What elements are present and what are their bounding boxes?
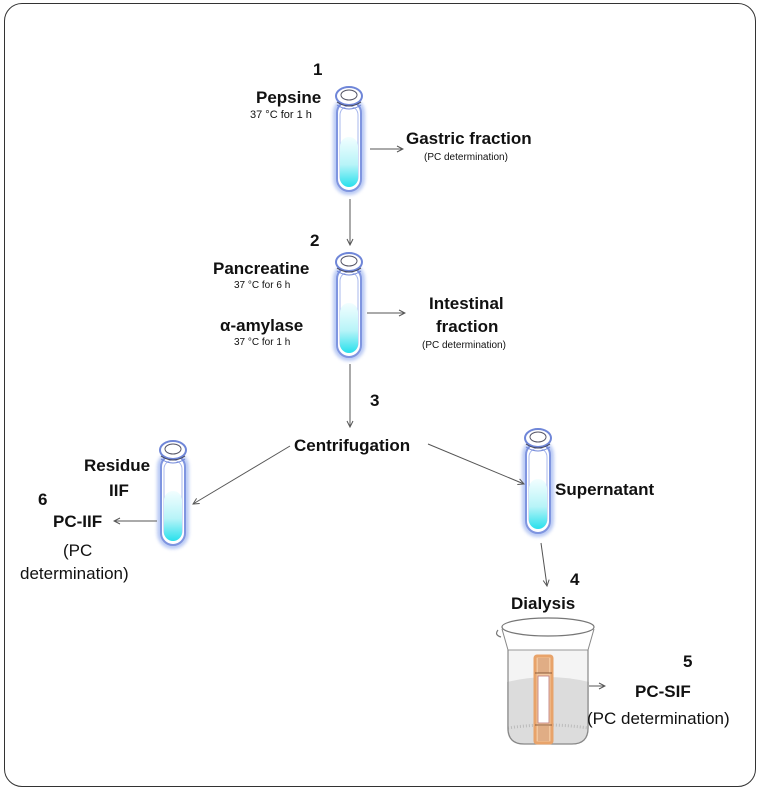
enzyme-pepsine: Pepsine bbox=[256, 88, 322, 107]
step-number-4: 4 bbox=[570, 570, 580, 589]
condition-pancreatine: 37 °C for 6 h bbox=[234, 280, 291, 291]
centrifugation-label: Centrifugation bbox=[294, 436, 411, 455]
dialysis-label: Dialysis bbox=[511, 594, 576, 613]
arrow-to-dialysis bbox=[540, 542, 547, 586]
pc-iif-label: PC-IIF bbox=[53, 512, 103, 531]
test-tube-supernatant bbox=[525, 429, 551, 534]
step-number-2: 2 bbox=[310, 231, 320, 250]
enzyme-alpha-amylase: α-amylase bbox=[220, 316, 304, 335]
intestinal-fraction-label-line2: fraction bbox=[436, 317, 499, 336]
step-number-5: 5 bbox=[683, 652, 693, 671]
test-tube-residue bbox=[160, 441, 186, 546]
gastric-fraction-label: Gastric fraction bbox=[406, 129, 532, 148]
arrow-to-supernatant bbox=[427, 443, 524, 484]
gastric-fraction-note: (PC determination) bbox=[424, 152, 508, 163]
dialysis-bag bbox=[533, 654, 554, 745]
step-number-6: 6 bbox=[38, 490, 48, 509]
condition-alpha-amylase: 37 °C for 1 h bbox=[234, 337, 291, 348]
residue-label-line2: IIF bbox=[109, 481, 129, 500]
enzyme-pancreatine: Pancreatine bbox=[213, 259, 310, 278]
arrow-to-residue bbox=[193, 445, 291, 504]
intestinal-fraction-note: (PC determination) bbox=[422, 340, 506, 351]
pc-sif-label: PC-SIF bbox=[635, 682, 691, 701]
pc-iif-note-line2: determination) bbox=[20, 564, 129, 583]
step-number-3: 3 bbox=[370, 391, 380, 410]
condition-pepsine: 37 °C for 1 h bbox=[250, 109, 312, 121]
test-tube-gastric bbox=[336, 87, 362, 192]
pc-sif-note: (PC determination) bbox=[587, 709, 730, 728]
pc-iif-note-line1: (PC bbox=[63, 541, 93, 560]
test-tube-intestinal bbox=[336, 253, 362, 358]
supernatant-label: Supernatant bbox=[555, 480, 655, 499]
intestinal-fraction-label-line1: Intestinal bbox=[429, 294, 504, 313]
step-number-1: 1 bbox=[313, 60, 323, 79]
residue-label-line1: Residue bbox=[84, 456, 151, 475]
diagram-frame bbox=[4, 3, 756, 787]
